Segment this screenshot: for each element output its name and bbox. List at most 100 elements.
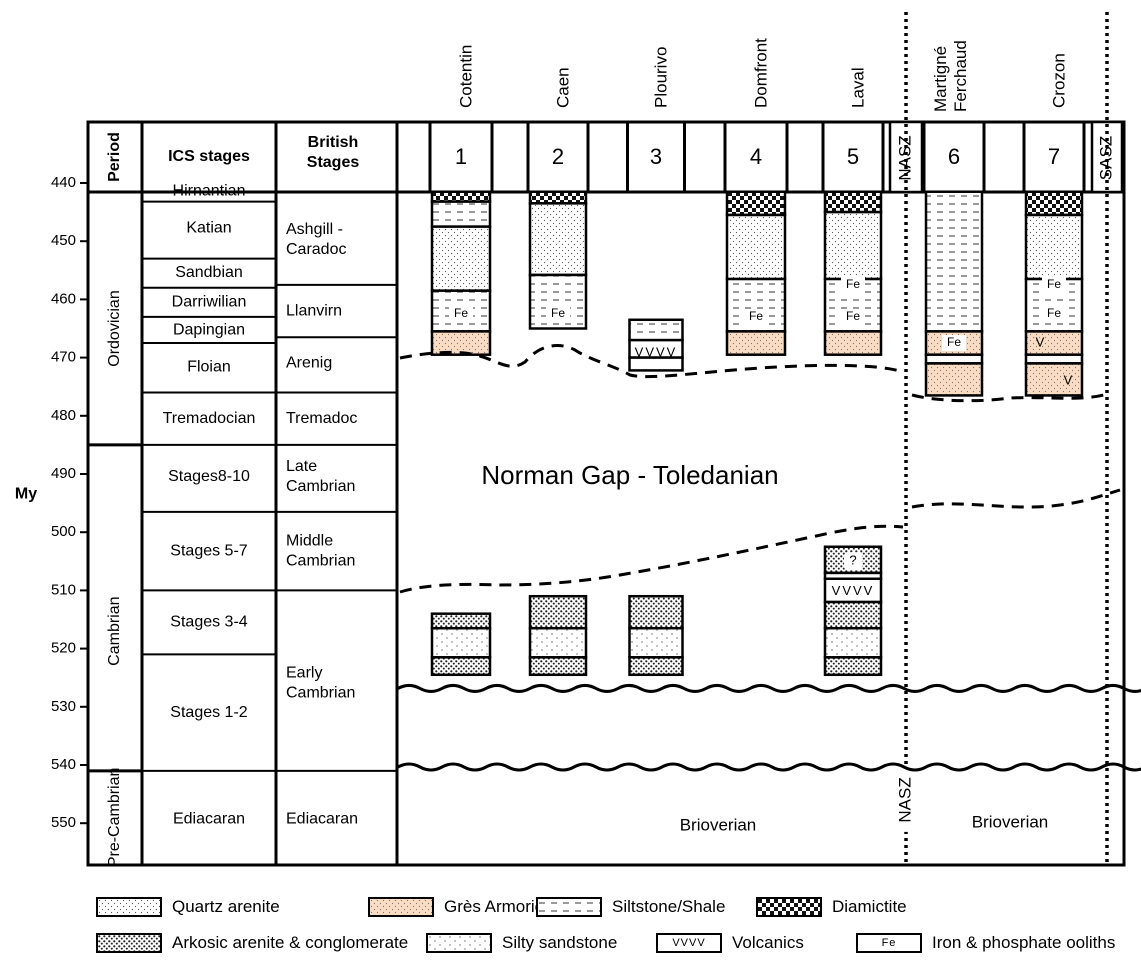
legend-item-gres-armoricain: Grès Armoricain — [368, 897, 566, 917]
legend-item-arkosic-arenite: Arkosic arenite & conglomerate — [96, 933, 408, 953]
lithology-unit — [628, 356, 684, 372]
axis-tick-label: 540 — [51, 756, 76, 773]
ics-stage-label: Ediacaran — [173, 810, 245, 827]
volcanic-marker: V — [1064, 372, 1073, 387]
lithology-unit — [823, 656, 883, 677]
lithology-unit — [823, 330, 883, 356]
volcanic-marker: VVVV — [832, 583, 875, 598]
ics-stage-label: Tremadocian — [163, 410, 256, 427]
legend-label: Quartz arenite — [172, 897, 280, 916]
arkosic-arenite-swatch — [96, 933, 162, 953]
fe-marker-bg — [1042, 276, 1066, 293]
uncertain-marker-bg — [844, 552, 862, 571]
british-stage-label: Ashgill -Caradoc — [286, 221, 346, 258]
ics-stage-label: Stages8-10 — [168, 468, 250, 485]
ics-stage-label: Darriwilian — [172, 294, 247, 311]
legend-label: Volcanics — [732, 933, 804, 952]
fe-marker: Fe — [454, 306, 468, 320]
fe-marker: Fe — [749, 309, 763, 323]
lithology-unit — [823, 190, 883, 214]
location-name: Plourivo — [651, 47, 670, 108]
legend-swatch-fill — [428, 935, 490, 951]
ics-stage-label: Stages 3-4 — [170, 614, 247, 631]
fe-marker: Fe — [1047, 277, 1061, 291]
silty-sandstone-swatch — [426, 933, 492, 953]
axis-tick-label: 530 — [51, 698, 76, 715]
legend-item-siltstone-shale: Siltstone/Shale — [536, 897, 725, 917]
lithology-unit — [1024, 190, 1084, 217]
cambrian-unconformity — [399, 524, 904, 594]
fe-marker: Fe — [551, 306, 565, 320]
location-name: Laval — [848, 67, 867, 108]
legend-swatch-fill — [538, 899, 600, 915]
legend-row-2: Arkosic arenite & conglomerate Silty san… — [96, 933, 1136, 961]
lithology-unit — [823, 210, 883, 281]
nasz-label: NASZ — [895, 135, 914, 180]
lithology-unit — [430, 190, 492, 203]
ics-stage-label: Stages 5-7 — [170, 543, 247, 560]
legend-item-silty-sandstone: Silty sandstone — [426, 933, 617, 953]
lithology-unit — [528, 626, 588, 659]
quartz-arenite-swatch — [96, 897, 162, 917]
legend-label: Arkosic arenite & conglomerate — [172, 933, 409, 952]
legend-swatch-pattern — [98, 935, 160, 951]
lithology-unit — [1024, 213, 1084, 281]
legend-item-iron-ooliths: Fe Iron & phosphate ooliths — [856, 933, 1115, 953]
section-number: 3 — [650, 144, 662, 169]
lithology-unit — [1024, 330, 1084, 356]
lithology-unit — [1024, 353, 1084, 365]
lithology-unit — [430, 330, 492, 356]
fe-swatch-text: Fe — [881, 937, 897, 949]
legend-label: Diamictite — [832, 897, 907, 916]
lithology-unit — [628, 318, 684, 342]
legend-swatch-fill — [758, 899, 820, 915]
axis-tick-label: 500 — [51, 523, 76, 540]
location-name: Crozon — [1049, 53, 1068, 108]
ics-stage-label: Dapingian — [173, 321, 245, 338]
legend-swatch-pattern — [758, 899, 820, 915]
brioverian-unconformity — [397, 762, 1141, 772]
british-stage-label: Arenig — [286, 355, 332, 372]
legend-swatch-fill — [98, 899, 160, 915]
location-name: MartignéFerchaud — [931, 40, 970, 112]
british-stage-label: Tremadoc — [286, 410, 357, 427]
fe-marker: Fe — [846, 309, 860, 323]
lithology-unit — [528, 202, 588, 277]
ics-stages-header: ICS stages — [168, 148, 250, 165]
fe-marker-bg — [546, 305, 570, 322]
lithology-unit — [823, 626, 883, 659]
cambrian-unconformity-south — [911, 488, 1121, 509]
lithology-unit — [924, 190, 984, 333]
axis-tick-label: 550 — [51, 814, 76, 831]
lithology-unit — [430, 626, 492, 659]
iron-ooliths-swatch: Fe — [856, 933, 922, 953]
section-number: 6 — [948, 144, 960, 169]
lithology-unit — [924, 353, 984, 365]
sasz-label: SASZ — [1096, 136, 1115, 180]
legend-swatch-pattern — [428, 935, 490, 951]
axis-tick-label: 440 — [51, 174, 76, 191]
brioverian-label: Brioverian — [972, 813, 1049, 832]
basal-cambrian-unconformity — [397, 683, 1141, 693]
axis-tick-label: 450 — [51, 232, 76, 249]
axis-tick-label: 460 — [51, 290, 76, 307]
lithology-unit — [528, 190, 588, 205]
ics-stage-label: Stages 1-2 — [170, 704, 247, 721]
axis-tick-label: 520 — [51, 640, 76, 657]
volcanic-marker: VVVV — [635, 344, 678, 359]
fe-marker-bg — [942, 335, 966, 352]
axis-tick-label: 510 — [51, 581, 76, 598]
ics-stage-label: Sandbian — [175, 264, 243, 281]
fe-marker-bg — [1042, 305, 1066, 322]
axis-tick-label: 470 — [51, 349, 76, 366]
period-label: Cambrian — [106, 596, 123, 665]
axis-label: My — [15, 486, 37, 503]
brioverian-label: Brioverian — [680, 816, 757, 835]
period-label: Pre-Cambrian — [106, 768, 123, 868]
legend-swatch-pattern — [98, 899, 160, 915]
volcanics-swatch: VVVV — [656, 933, 722, 953]
legend-label: Siltstone/Shale — [612, 897, 726, 916]
